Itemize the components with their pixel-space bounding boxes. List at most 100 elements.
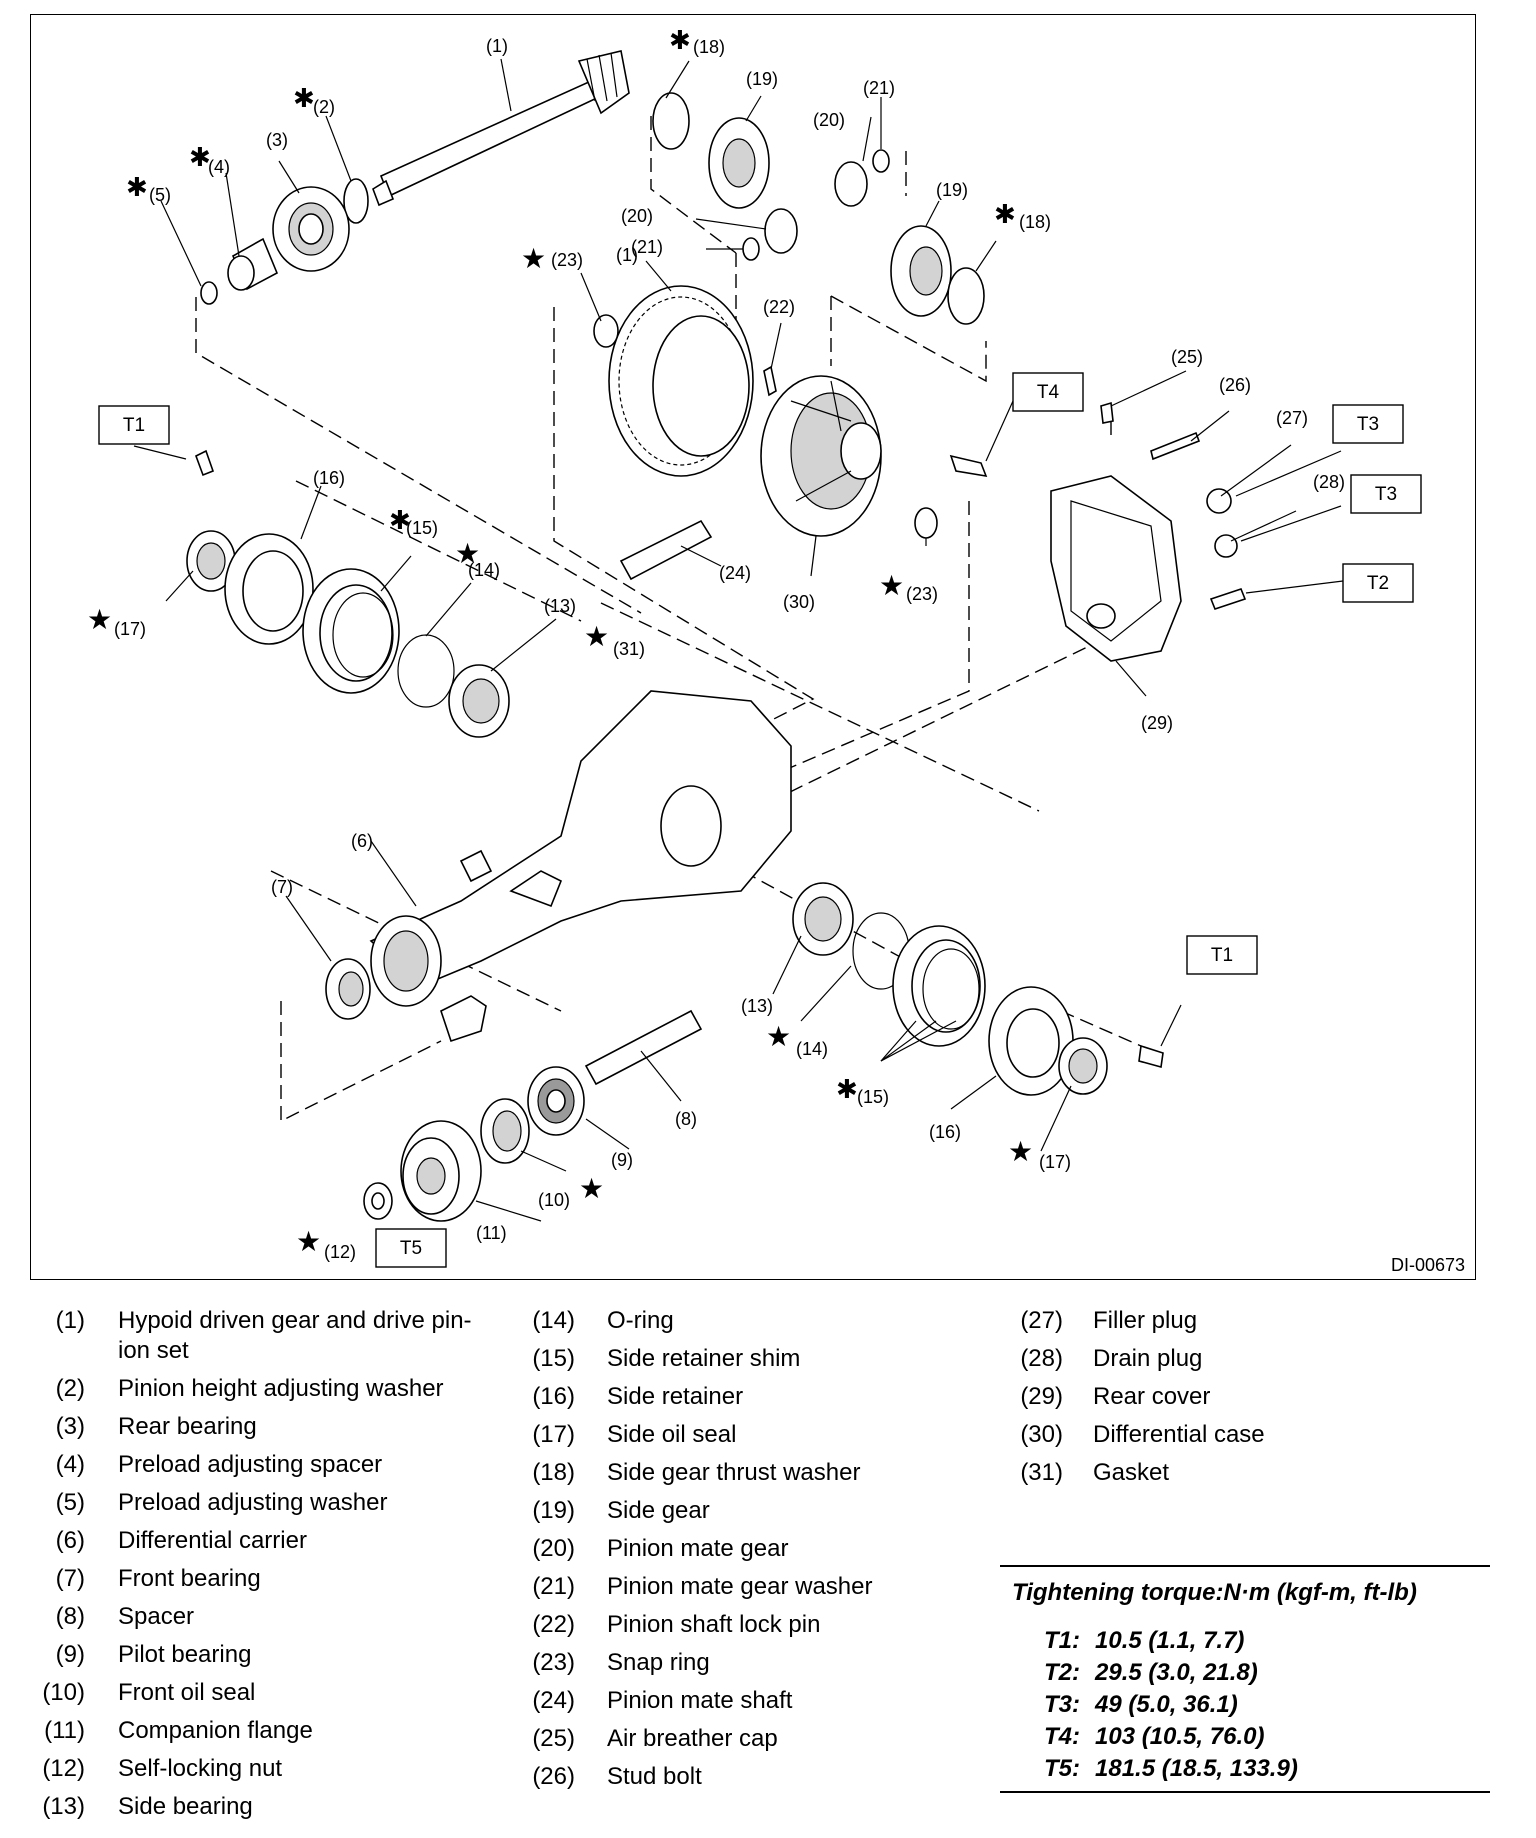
legend-number: (6) xyxy=(55,1527,85,1554)
callout-7: (7) xyxy=(271,877,293,897)
legend-number: (3) xyxy=(55,1413,85,1440)
torque-box-t2: T2 xyxy=(1342,563,1414,603)
legend-number: (18) xyxy=(532,1459,575,1486)
side-retainer-shims-left xyxy=(302,568,400,694)
legend-label: Side retainer xyxy=(607,1383,744,1410)
legend-number: (1) xyxy=(55,1307,85,1334)
legend-label: Differential carrier xyxy=(118,1527,307,1554)
torque-box-t3-upper: T3 xyxy=(1332,404,1404,444)
front-oil-seal xyxy=(480,1098,530,1164)
legend-number: (31) xyxy=(1020,1459,1063,1486)
legend-number: (20) xyxy=(532,1535,575,1562)
cover-bolt xyxy=(1209,588,1247,610)
torque-value: 29.5 (3.0, 21.8) xyxy=(1095,1659,1258,1686)
self-locking-nut xyxy=(363,1182,393,1220)
star-marker: ★ xyxy=(87,603,112,636)
legend-label: Rear cover xyxy=(1093,1383,1211,1410)
torque-label: T3 xyxy=(1375,484,1397,505)
torque-label: T4 xyxy=(1037,382,1060,403)
air-breather-cap xyxy=(1100,401,1114,424)
legend-label: Front bearing xyxy=(118,1565,261,1592)
legend-label: Gasket xyxy=(1093,1459,1170,1486)
legend-number: (24) xyxy=(532,1687,575,1714)
legend-number: (13) xyxy=(42,1793,85,1820)
callout-13-right: (13) xyxy=(741,996,773,1016)
markers: ✱ ✱ ✱ ✱ ✱ ✱ ✱ ★ ★ ★ ★ ★ ★ ★ ★ ★ xyxy=(87,26,1033,1258)
legend-label: O-ring xyxy=(607,1307,674,1334)
callout-4: (4) xyxy=(208,157,230,177)
differential-case xyxy=(760,375,882,537)
legend-label: Preload adjusting spacer xyxy=(118,1451,383,1478)
callout-6: (6) xyxy=(351,831,373,851)
torque-key: T2: xyxy=(1044,1659,1080,1686)
callout-13-left: (13) xyxy=(544,596,576,616)
asterisk-marker: ✱ xyxy=(293,84,315,114)
legend-number: (5) xyxy=(55,1489,85,1516)
asterisk-marker: ✱ xyxy=(126,173,148,203)
callout-22: (22) xyxy=(763,297,795,317)
legend-number: (26) xyxy=(532,1763,575,1790)
legend-number: (30) xyxy=(1020,1421,1063,1448)
legend-number: (14) xyxy=(532,1307,575,1334)
legend-number: (12) xyxy=(42,1755,85,1782)
drain-plug xyxy=(1214,534,1238,558)
callout-21-left: (21) xyxy=(631,237,663,257)
filler-plug xyxy=(1206,488,1232,514)
legend-number: (17) xyxy=(532,1421,575,1448)
pinion-mate-shaft xyxy=(619,519,713,581)
ring-gear-bolt xyxy=(949,454,988,478)
diagram-code: DI-00673 xyxy=(1391,1255,1465,1275)
callout-3: (3) xyxy=(266,130,288,150)
legend-number: (4) xyxy=(55,1451,85,1478)
legend-label: Pilot bearing xyxy=(118,1641,252,1668)
callout-31: (31) xyxy=(613,639,645,659)
torque-label: T3 xyxy=(1357,414,1379,435)
callout-11: (11) xyxy=(476,1223,507,1243)
rear-bearing xyxy=(272,186,350,272)
side-retainer-shims-right xyxy=(892,925,986,1047)
callout-15-right: (15) xyxy=(857,1087,889,1107)
legend-number: (23) xyxy=(532,1649,575,1676)
callout-25: (25) xyxy=(1171,347,1203,367)
callout-14-left: (14) xyxy=(468,560,500,580)
legend-label: Differential case xyxy=(1093,1421,1265,1448)
torque-key: T4: xyxy=(1044,1723,1080,1750)
legend-label: Pinion height adjusting washer xyxy=(118,1375,444,1402)
rear-cover xyxy=(1050,475,1182,662)
snap-ring-top xyxy=(593,314,619,348)
legend-label: Companion flange xyxy=(118,1717,313,1744)
star-marker: ★ xyxy=(296,1225,321,1258)
legend-label: Filler plug xyxy=(1093,1307,1198,1334)
legend-number: (21) xyxy=(532,1573,575,1600)
torque-box-t1-right: T1 xyxy=(1186,935,1258,975)
legend-number: (9) xyxy=(55,1641,85,1668)
callout-23-right: (23) xyxy=(906,584,938,604)
legend-label: Front oil seal xyxy=(118,1679,256,1706)
side-retainer-right xyxy=(988,986,1074,1096)
callout-27: (27) xyxy=(1276,408,1308,428)
exploded-diagram-frame: T1 T4 T3 T3 T2 T1 T5 (1) (2) (3) (4) (5)… xyxy=(30,14,1476,1280)
torque-title: Tightening torque:N·m (kgf-m, ft-lb) xyxy=(1012,1579,1417,1606)
callout-16-left: (16) xyxy=(313,468,345,488)
legend-label: Air breather cap xyxy=(607,1725,778,1752)
legend-label: Side bearing xyxy=(118,1793,253,1820)
legend-number: (10) xyxy=(42,1679,85,1706)
legend-number: (27) xyxy=(1020,1307,1063,1334)
stud-bolt xyxy=(1150,431,1201,461)
legend-label: Side gear thrust washer xyxy=(607,1459,861,1486)
pilot-bearing xyxy=(527,1066,585,1136)
parts-legend: (1)Hypoid driven gear and drive pin-ion … xyxy=(0,1290,1536,1838)
asterisk-marker: ✱ xyxy=(389,506,411,536)
callout-23-top: (23) xyxy=(551,250,583,270)
star-marker: ★ xyxy=(521,242,546,275)
callout-16-right: (16) xyxy=(929,1122,961,1142)
legend-label-continued: ion set xyxy=(118,1337,189,1364)
side-retainer-left xyxy=(224,533,314,645)
preload-washer xyxy=(200,281,218,305)
callout-10: (10) xyxy=(538,1190,570,1210)
torque-specification-table: Tightening torque:N·m (kgf-m, ft-lb) T1:… xyxy=(1000,1565,1490,1793)
callout-21-top: (21) xyxy=(863,78,895,98)
legend-label: Preload adjusting washer xyxy=(118,1489,388,1516)
callout-8: (8) xyxy=(675,1109,697,1129)
asterisk-marker: ✱ xyxy=(836,1075,858,1105)
